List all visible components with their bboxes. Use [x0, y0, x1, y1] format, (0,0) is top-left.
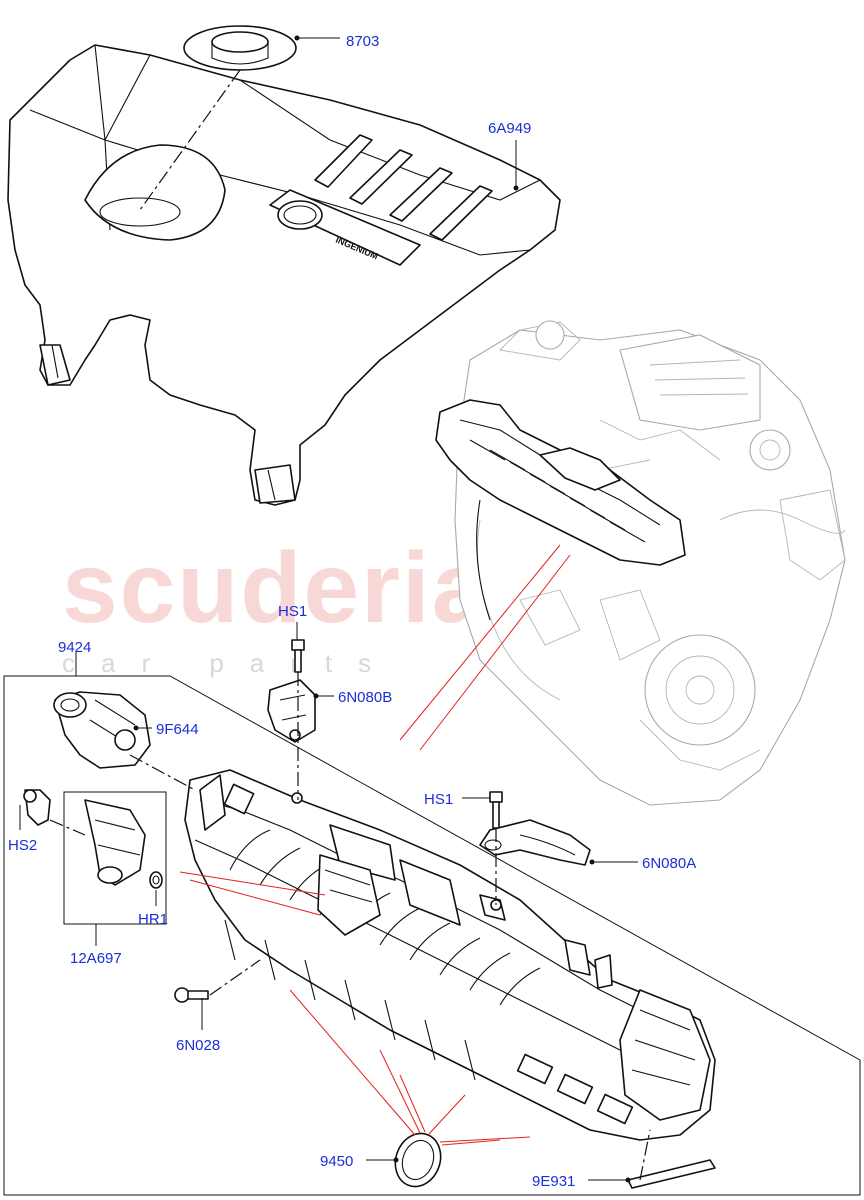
sensor-group: [23, 789, 167, 925]
red-reference-lines: [179, 544, 571, 1146]
label-6n080b: 6N080B: [338, 689, 392, 706]
intake-manifold: [184, 769, 716, 1141]
label-hs2: HS2: [8, 837, 37, 854]
callout-labels: 8703 6A949 HS1 6N080B 9424 9F644 HS1 6N0…: [8, 33, 696, 1190]
bracket-6n080b: [267, 679, 316, 743]
label-9424: 9424: [58, 639, 91, 656]
label-9f644: 9F644: [156, 721, 199, 738]
label-hs1-mid: HS1: [424, 791, 453, 808]
gasket-9450: [394, 1132, 442, 1188]
alignment-lines: [49, 69, 651, 1181]
label-6n028: 6N028: [176, 1037, 220, 1054]
label-12a697: 12A697: [70, 950, 122, 967]
watermark-main: scuderia: [62, 532, 489, 644]
label-hs1-top: HS1: [278, 603, 307, 620]
label-9e931: 9E931: [532, 1173, 575, 1190]
watermark-sub: car parts: [62, 648, 397, 678]
intake-manifold-installed-view: [435, 399, 686, 621]
callout-leaders: [19, 35, 638, 1183]
label-9450: 9450: [320, 1153, 353, 1170]
label-hr1: HR1: [138, 911, 168, 928]
grommet: [183, 25, 297, 71]
bolt-hs1-mid: [489, 791, 503, 829]
throttle-body: [53, 691, 151, 769]
label-6n080a: 6N080A: [642, 855, 696, 872]
bracket-6n080a: [479, 819, 591, 866]
label-6a949: 6A949: [488, 120, 531, 137]
engine-cover: INGENIUM: [7, 44, 561, 506]
bolt-6n028: [174, 987, 209, 1003]
assembly-group-frame: [3, 675, 861, 1196]
label-8703: 8703: [346, 33, 379, 50]
seal-9e931: [627, 1159, 716, 1189]
